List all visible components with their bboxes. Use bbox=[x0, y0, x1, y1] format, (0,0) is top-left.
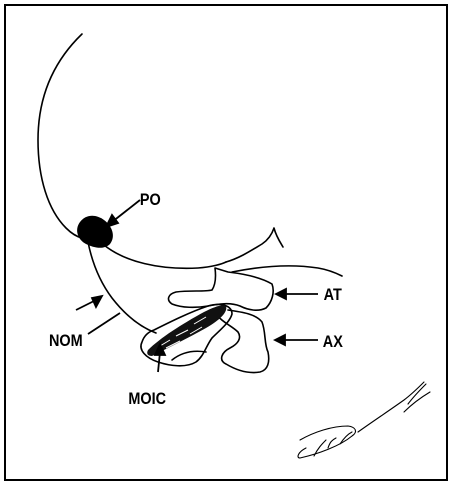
label-ax: AX bbox=[323, 333, 344, 351]
label-nom: NOM bbox=[49, 332, 83, 350]
label-po: PO bbox=[140, 191, 161, 209]
label-moic: MOIC bbox=[128, 390, 166, 408]
posterior-curve bbox=[232, 266, 342, 276]
upper-contour bbox=[104, 245, 226, 268]
handwritten-signature bbox=[298, 382, 430, 458]
axis-vertebra bbox=[218, 310, 269, 373]
occipital-protuberance bbox=[77, 216, 113, 248]
skull-outline bbox=[38, 34, 82, 238]
label-at: AT bbox=[324, 286, 343, 304]
occipital-ridge-line bbox=[226, 228, 283, 262]
